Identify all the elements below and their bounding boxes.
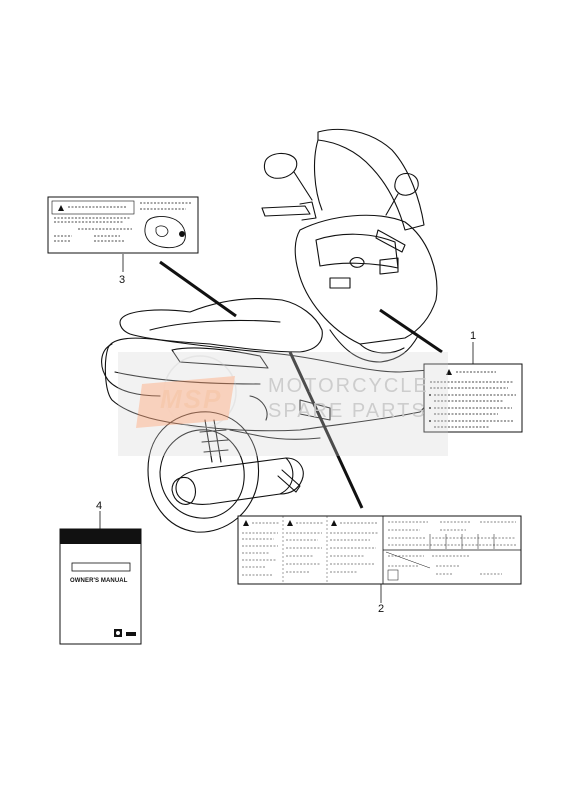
pointer-line-2	[288, 351, 364, 509]
callout-number-3: 3	[119, 274, 126, 286]
callout-number-2: 2	[378, 603, 385, 615]
callout-number-1: 1	[470, 330, 477, 342]
pointer-line-1	[379, 308, 443, 354]
label-3-drawing	[47, 196, 199, 254]
pointer-line-3	[159, 260, 237, 318]
callout-number-4: 4	[96, 500, 103, 512]
scooter-drawing	[101, 128, 443, 533]
watermark	[118, 352, 448, 456]
watermark-line-1: MOTORCYCLE	[268, 375, 429, 397]
owners-manual-drawing	[59, 528, 142, 645]
watermark-logo-text: MSP	[160, 384, 223, 414]
watermark-line-2: SPARE PARTS	[268, 400, 427, 422]
label-2-drawing	[237, 515, 522, 585]
owners-manual-title: OWNER'S MANUAL	[70, 578, 128, 584]
label-1-drawing	[423, 363, 523, 433]
